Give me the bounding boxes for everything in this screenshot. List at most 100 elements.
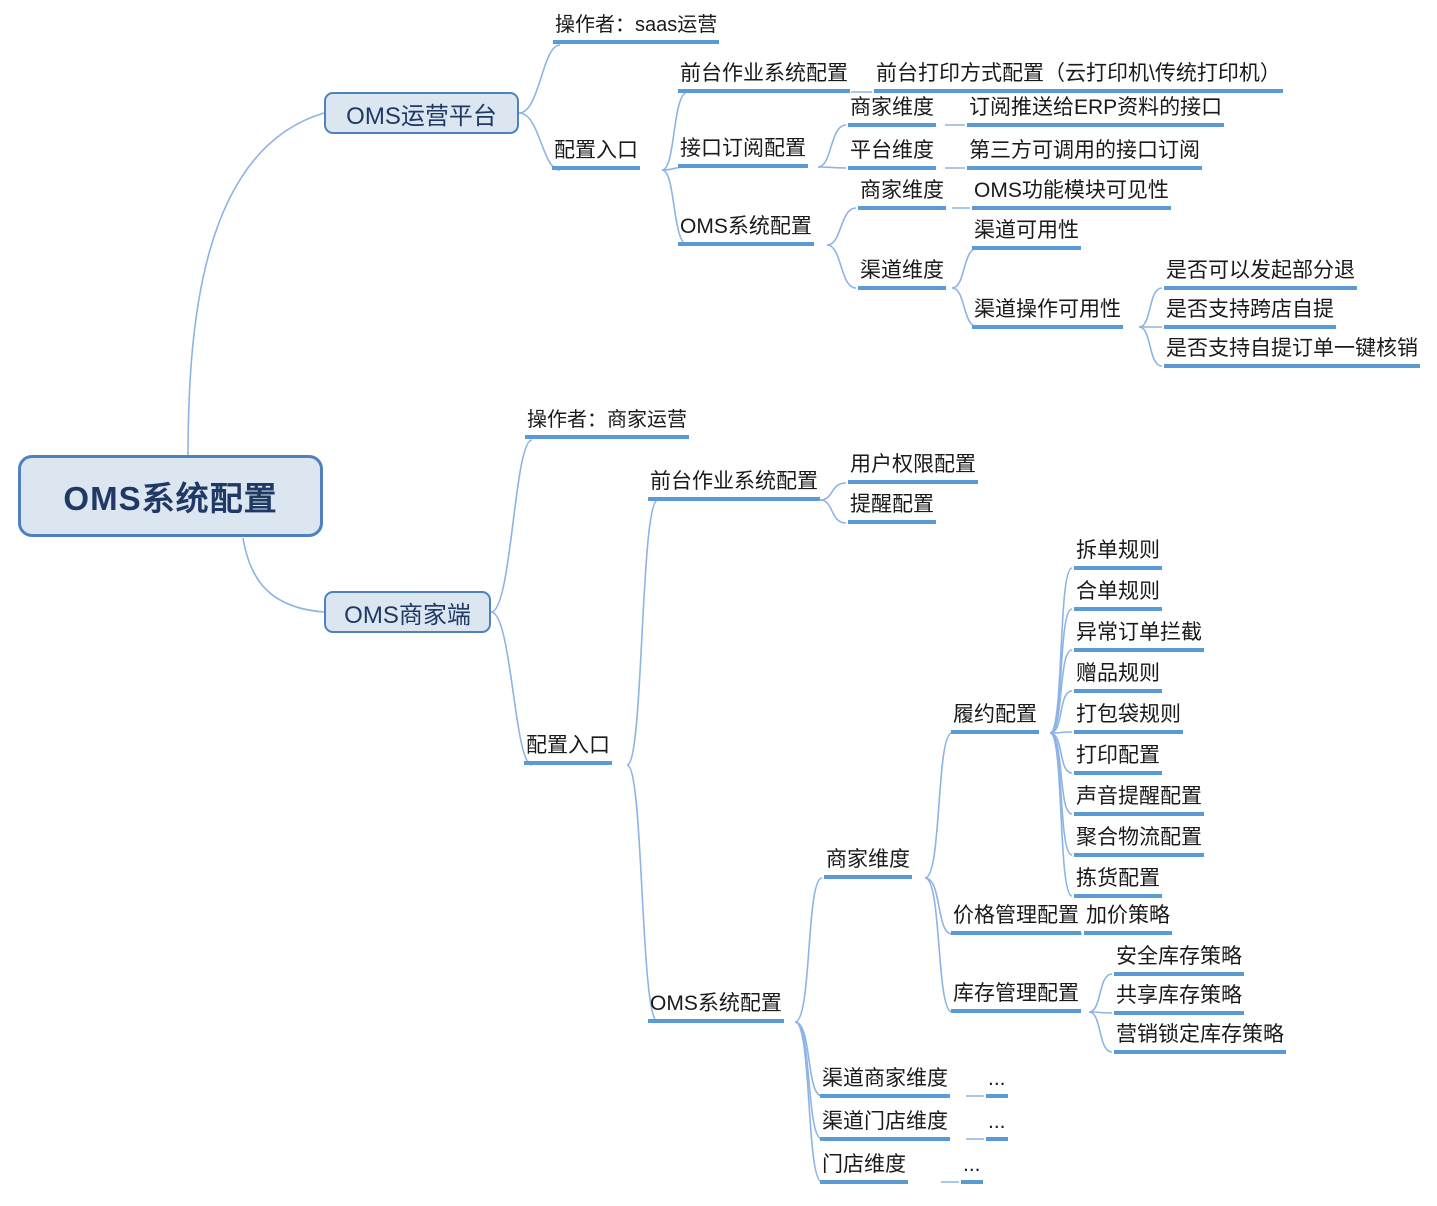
fulfillment-sound-reminder-config-label: 声音提醒配置 <box>1074 785 1204 817</box>
fulfillment-merge-order-rule[interactable]: 合单规则 <box>1074 580 1162 612</box>
channel-store-dimension-more-label: ... <box>986 1110 1008 1141</box>
saas-api-platform-dimension-label: 平台维度 <box>848 139 936 171</box>
price-markup-strategy-label: 加价策略 <box>1084 904 1172 936</box>
saas-operator-text: 操作者：saas运营 <box>553 14 720 44</box>
saas-api-merchant-dimension-label: 商家维度 <box>848 96 936 128</box>
fulfillment-packaging-bag-rule-label: 打包袋规则 <box>1074 703 1183 735</box>
channel-store-dimension-label: 渠道门店维度 <box>820 1110 950 1142</box>
fulfillment-gift-rule[interactable]: 赠品规则 <box>1074 662 1162 694</box>
merchant-oms-system-config-label: OMS系统配置 <box>648 992 784 1024</box>
channel-merchant-dimension-more-label: ... <box>986 1067 1008 1098</box>
saas-oms-merchant-dimension-label: 商家维度 <box>858 179 946 211</box>
fulfillment-aggregated-logistics-config[interactable]: 聚合物流配置 <box>1074 826 1204 858</box>
root-node-label: OMS系统配置 <box>63 480 278 517</box>
merchant-operator-label[interactable]: 操作者：商家运营 <box>525 409 689 439</box>
channel-store-dimension-more[interactable]: ... <box>986 1110 1008 1141</box>
store-dimension-label: 门店维度 <box>820 1153 908 1185</box>
merchant-fulfillment-config-label: 履约配置 <box>951 703 1039 735</box>
fulfillment-print-config-label: 打印配置 <box>1074 744 1162 776</box>
fulfillment-abnormal-order-intercept-label: 异常订单拦截 <box>1074 621 1204 653</box>
store-dimension[interactable]: 门店维度 <box>820 1153 908 1185</box>
saas-channel-operation-availability-label: 渠道操作可用性 <box>972 298 1123 330</box>
inventory-safety-stock-strategy[interactable]: 安全库存策略 <box>1114 945 1244 977</box>
fulfillment-picking-config[interactable]: 拣货配置 <box>1074 867 1162 899</box>
saas-channel-availability[interactable]: 渠道可用性 <box>972 219 1081 251</box>
merchant-oms-system-config[interactable]: OMS系统配置 <box>648 992 784 1024</box>
saas-api-thirdparty-subscription[interactable]: 第三方可调用的接口订阅 <box>967 139 1202 171</box>
saas-config-entry[interactable]: 配置入口 <box>552 139 640 171</box>
fulfillment-packaging-bag-rule[interactable]: 打包袋规则 <box>1074 703 1183 735</box>
fulfillment-split-order-rule-label: 拆单规则 <box>1074 539 1162 571</box>
merchant-dimension-label: 商家维度 <box>824 848 912 880</box>
fulfillment-merge-order-rule-label: 合单规则 <box>1074 580 1162 612</box>
saas-channel-op-cross-store-pickup[interactable]: 是否支持跨店自提 <box>1164 298 1336 330</box>
merchant-price-management-config-label: 价格管理配置 <box>951 904 1081 936</box>
merchant-front-desk-config-label: 前台作业系统配置 <box>648 470 820 502</box>
merchant-user-permission-config[interactable]: 用户权限配置 <box>848 453 978 485</box>
channel-merchant-dimension[interactable]: 渠道商家维度 <box>820 1067 950 1099</box>
channel-store-dimension[interactable]: 渠道门店维度 <box>820 1110 950 1142</box>
saas-api-thirdparty-subscription-label: 第三方可调用的接口订阅 <box>967 139 1202 171</box>
saas-api-subscription-config[interactable]: 接口订阅配置 <box>678 137 808 169</box>
saas-operator-label[interactable]: 操作者：saas运营 <box>553 14 720 44</box>
merchant-price-management-config[interactable]: 价格管理配置 <box>951 904 1081 936</box>
merchant-dimension[interactable]: 商家维度 <box>824 848 912 880</box>
saas-oms-channel-dimension-label: 渠道维度 <box>858 259 946 291</box>
inventory-safety-stock-strategy-label: 安全库存策略 <box>1114 945 1244 977</box>
saas-api-subscription-config-label: 接口订阅配置 <box>678 137 808 169</box>
merchant-reminder-config[interactable]: 提醒配置 <box>848 493 936 525</box>
saas-channel-op-onekey-verify-label: 是否支持自提订单一键核销 <box>1164 337 1420 369</box>
saas-config-entry-label: 配置入口 <box>552 139 640 171</box>
saas-oms-channel-dimension[interactable]: 渠道维度 <box>858 259 946 291</box>
merchant-front-desk-config[interactable]: 前台作业系统配置 <box>648 470 820 502</box>
channel-merchant-dimension-label: 渠道商家维度 <box>820 1067 950 1099</box>
saas-api-platform-dimension[interactable]: 平台维度 <box>848 139 936 171</box>
fulfillment-picking-config-label: 拣货配置 <box>1074 867 1162 899</box>
saas-channel-availability-label: 渠道可用性 <box>972 219 1081 251</box>
merchant-reminder-config-label: 提醒配置 <box>848 493 936 525</box>
saas-channel-op-partial-refund[interactable]: 是否可以发起部分退 <box>1164 259 1357 291</box>
branch-node-saas-platform-label: OMS运营平台 <box>346 102 497 130</box>
inventory-shared-stock-strategy-label: 共享库存策略 <box>1114 984 1244 1016</box>
saas-front-desk-config[interactable]: 前台作业系统配置 <box>678 62 850 94</box>
saas-channel-op-partial-refund-label: 是否可以发起部分退 <box>1164 259 1357 291</box>
fulfillment-aggregated-logistics-config-label: 聚合物流配置 <box>1074 826 1204 858</box>
saas-oms-module-visibility-label: OMS功能模块可见性 <box>972 179 1171 211</box>
saas-front-desk-config-label: 前台作业系统配置 <box>678 62 850 94</box>
inventory-marketing-lock-stock-strategy[interactable]: 营销锁定库存策略 <box>1114 1023 1286 1055</box>
saas-oms-merchant-dimension[interactable]: 商家维度 <box>858 179 946 211</box>
saas-channel-op-cross-store-pickup-label: 是否支持跨店自提 <box>1164 298 1336 330</box>
saas-channel-op-onekey-verify[interactable]: 是否支持自提订单一键核销 <box>1164 337 1420 369</box>
inventory-marketing-lock-stock-strategy-label: 营销锁定库存策略 <box>1114 1023 1286 1055</box>
saas-api-merchant-erp-interface-label: 订阅推送给ERP资料的接口 <box>967 96 1225 128</box>
saas-channel-operation-availability[interactable]: 渠道操作可用性 <box>972 298 1123 330</box>
fulfillment-gift-rule-label: 赠品规则 <box>1074 662 1162 694</box>
merchant-inventory-management-config-label: 库存管理配置 <box>951 982 1081 1014</box>
saas-front-print-config-label: 前台打印方式配置（云打印机\传统打印机） <box>874 62 1283 94</box>
store-dimension-more-label: ... <box>961 1153 983 1184</box>
fulfillment-abnormal-order-intercept[interactable]: 异常订单拦截 <box>1074 621 1204 653</box>
branch-node-merchant-client[interactable]: OMS商家端 <box>324 591 491 633</box>
branch-node-saas-platform[interactable]: OMS运营平台 <box>324 92 519 134</box>
merchant-user-permission-config-label: 用户权限配置 <box>848 453 978 485</box>
saas-front-print-config[interactable]: 前台打印方式配置（云打印机\传统打印机） <box>874 62 1283 94</box>
inventory-shared-stock-strategy[interactable]: 共享库存策略 <box>1114 984 1244 1016</box>
price-markup-strategy[interactable]: 加价策略 <box>1084 904 1172 936</box>
fulfillment-split-order-rule[interactable]: 拆单规则 <box>1074 539 1162 571</box>
saas-oms-module-visibility[interactable]: OMS功能模块可见性 <box>972 179 1171 211</box>
merchant-fulfillment-config[interactable]: 履约配置 <box>951 703 1039 735</box>
saas-api-merchant-dimension[interactable]: 商家维度 <box>848 96 936 128</box>
merchant-config-entry[interactable]: 配置入口 <box>524 734 612 766</box>
fulfillment-print-config[interactable]: 打印配置 <box>1074 744 1162 776</box>
channel-merchant-dimension-more[interactable]: ... <box>986 1067 1008 1098</box>
saas-api-merchant-erp-interface[interactable]: 订阅推送给ERP资料的接口 <box>967 96 1225 128</box>
fulfillment-sound-reminder-config[interactable]: 声音提醒配置 <box>1074 785 1204 817</box>
merchant-inventory-management-config[interactable]: 库存管理配置 <box>951 982 1081 1014</box>
branch-node-merchant-client-label: OMS商家端 <box>344 601 471 629</box>
store-dimension-more[interactable]: ... <box>961 1153 983 1184</box>
saas-oms-system-config-label: OMS系统配置 <box>678 215 814 247</box>
merchant-operator-text: 操作者：商家运营 <box>525 409 689 439</box>
root-node[interactable]: OMS系统配置 <box>18 455 323 537</box>
saas-oms-system-config[interactable]: OMS系统配置 <box>678 215 814 247</box>
